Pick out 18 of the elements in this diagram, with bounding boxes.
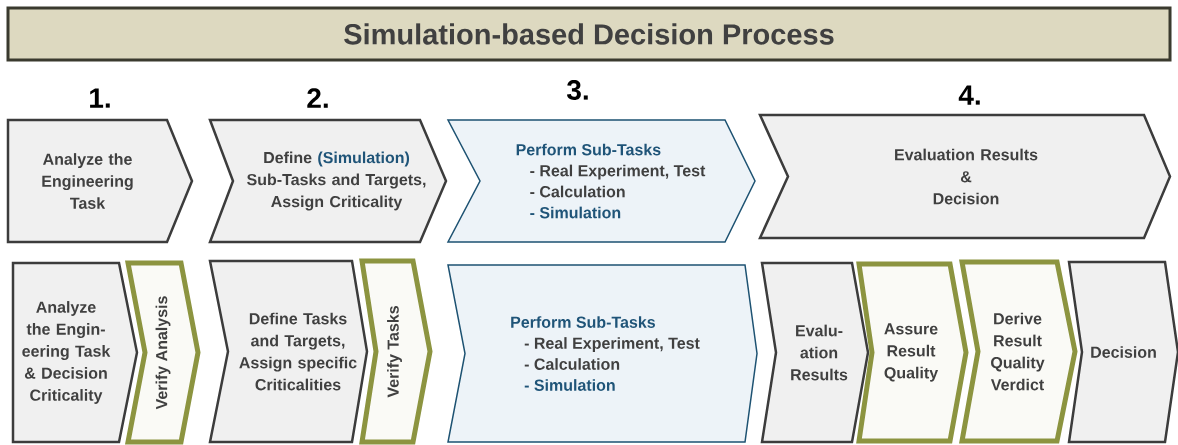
chevron-box: Verify Analysis <box>125 260 201 445</box>
chevron-box: Verify Tasks <box>359 258 433 445</box>
chevron-box: Define (Simulation) Sub-Tasks and Targets, Assign Criticality <box>208 118 448 244</box>
step-number: 4. <box>958 85 980 105</box>
step-number: 1. <box>90 88 110 108</box>
chevron-box: Evalu- ation Results <box>760 261 870 444</box>
step-number: 2. <box>307 88 328 108</box>
chevron-box: Perform Sub-Tasks - Real Experiment, Test - Calculation - Simulation <box>447 264 758 443</box>
chevron-box: Decision <box>1067 260 1178 444</box>
chevron-box: Derive Result Quality Verdict <box>959 259 1078 444</box>
chevron-box: Evaluation Results & Decision <box>758 113 1172 240</box>
step-number: 3. <box>566 80 588 100</box>
chevron-box: Assure Result Quality <box>856 261 969 444</box>
chevron-box: Analyze the Engin- eering Task & Decision Criticality <box>11 261 139 444</box>
chevron-box: Analyze the Engineering Task <box>6 118 194 244</box>
chevron-box: Define Tasks and Targets, Assign specific Criticalities <box>208 259 369 444</box>
chevron-box: Perform Sub-Tasks - Real Experiment, Test - Calculation - Simulation <box>446 119 756 243</box>
title-band: Simulation-based Decision Process <box>6 6 1172 62</box>
